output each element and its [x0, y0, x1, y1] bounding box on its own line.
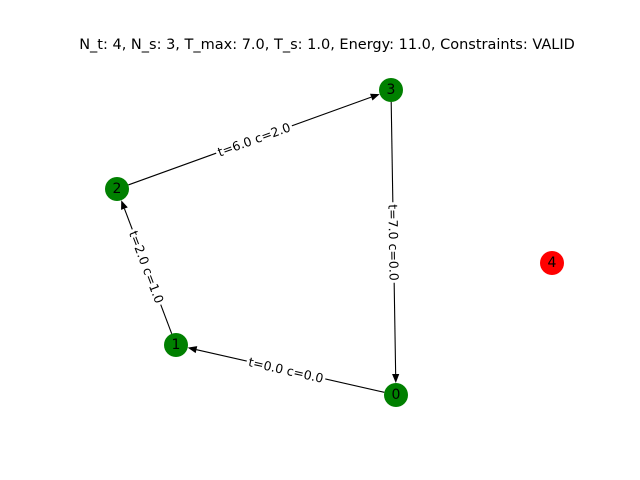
node-label: 0: [392, 387, 401, 403]
edge-label-group: t=6.0 c=2.0: [213, 117, 295, 162]
node-circle: [384, 383, 408, 407]
edge-arrowhead: [392, 373, 400, 384]
edge-label-background: [384, 202, 403, 283]
edge-arrowhead: [121, 200, 128, 210]
edge-label: t=2.0 c=1.0: [126, 229, 167, 306]
nodes-layer: 0 1 2 3 4: [105, 78, 564, 407]
node-4: 4: [540, 251, 564, 275]
node-circle: [105, 177, 129, 201]
node-0: 0: [384, 383, 408, 407]
node-label: 1: [172, 337, 181, 353]
edge-label: t=7.0 c=0.0: [385, 204, 401, 281]
node-2: 2: [105, 177, 129, 201]
node-label: 3: [387, 82, 396, 98]
edge-arrowhead: [370, 93, 380, 101]
edge-label-background: [244, 352, 328, 388]
edge-label-group: t=7.0 c=0.0: [384, 202, 403, 283]
node-label: 4: [548, 255, 557, 271]
edge-2-3: t=6.0 c=2.0: [128, 93, 380, 186]
edge-label: t=6.0 c=2.0: [215, 119, 292, 159]
edge-label-background: [124, 226, 169, 308]
edges-layer: t=0.0 c=0.0 t=2.0 c=1.0 t=6.0 c=2.0 t=7.0 c…: [121, 93, 403, 393]
node-label: 2: [113, 181, 122, 197]
diagram-title: N_t: 4, N_s: 3, T_max: 7.0, T_s: 1.0, En…: [79, 37, 575, 53]
node-circle: [540, 251, 564, 275]
node-1: 1: [164, 333, 188, 357]
edge-1-2: t=2.0 c=1.0: [121, 200, 173, 334]
node-circle: [164, 333, 188, 357]
edge-arrowhead: [187, 346, 198, 354]
edge-label-background: [213, 117, 295, 162]
edge-3-0: t=7.0 c=0.0: [384, 101, 403, 384]
edge-label-group: t=0.0 c=0.0: [244, 352, 328, 388]
edge-label-group: t=2.0 c=1.0: [124, 226, 169, 308]
node-3: 3: [379, 78, 403, 102]
edge-0-1: t=0.0 c=0.0: [187, 346, 385, 393]
edge-label: t=0.0 c=0.0: [247, 354, 325, 386]
node-circle: [379, 78, 403, 102]
